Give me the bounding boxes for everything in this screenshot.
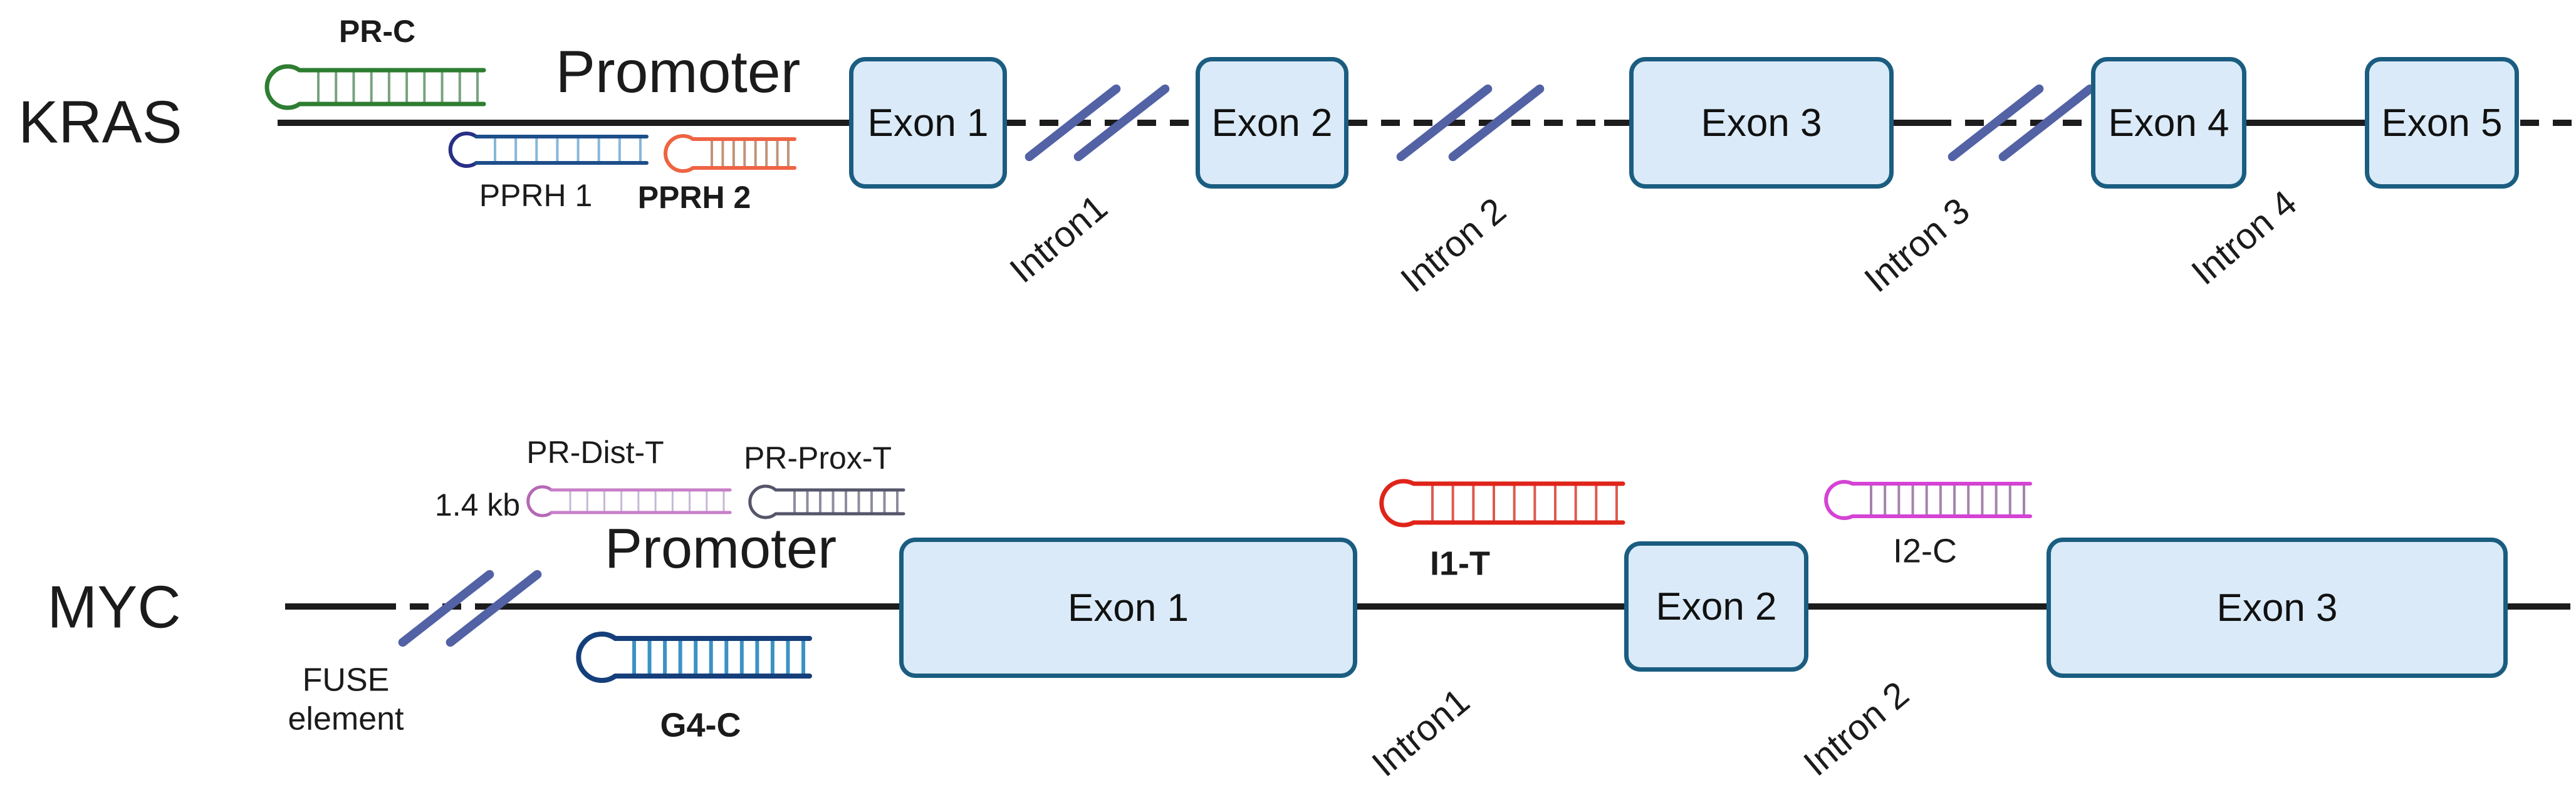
- myc-i2-c-label: I2-C: [1892, 532, 1958, 570]
- myc-exon-1-box: Exon 1: [899, 538, 1357, 678]
- kras-line-intron1-dashed: [1007, 120, 1196, 126]
- myc-line-break-dashed: [377, 603, 476, 610]
- kras-exon-2-label: Exon 2: [1211, 101, 1333, 145]
- kras-intron-2-label: Intron 2: [1393, 190, 1514, 301]
- kras-promoter-label: Promoter: [555, 39, 801, 106]
- myc-pr-dist-t-label: PR-Dist-T: [526, 434, 664, 470]
- pr-prox-t-hairpin-icon: [748, 484, 905, 519]
- kras-line-end-dashed: [2520, 120, 2572, 126]
- pr-c-hairpin-icon: [264, 64, 486, 110]
- kras-gene-label: KRAS: [18, 88, 182, 156]
- kras-line-promoter-segment: [278, 120, 849, 126]
- kras-line-intron3-dashed: [1932, 120, 2091, 126]
- kras-exon-3-box: Exon 3: [1629, 57, 1894, 189]
- i1-t-hairpin-icon: [1379, 479, 1625, 528]
- myc-line-intron1-segment: [1357, 603, 1624, 610]
- myc-exon-3-label: Exon 3: [2216, 586, 2338, 630]
- myc-exon-2-label: Exon 2: [1656, 585, 1777, 628]
- kras-pprh-2-label: PPRH 2: [637, 179, 751, 215]
- kras-line-intron3-solid: [1894, 120, 1932, 126]
- kras-exon-2-box: Exon 2: [1196, 57, 1348, 189]
- kras-exon-1-label: Exon 1: [867, 101, 989, 145]
- myc-line-end-segment: [2508, 603, 2570, 610]
- kras-exon-4-box: Exon 4: [2091, 57, 2246, 189]
- kras-exon-5-box: Exon 5: [2365, 57, 2519, 189]
- pprh-2-hairpin-icon: [664, 134, 796, 173]
- myc-fuse-element-label: FUSE: [302, 662, 390, 699]
- kras-exon-1-box: Exon 1: [849, 57, 1007, 189]
- kras-intron-3-label: Intron 3: [1857, 190, 1978, 301]
- myc-scale-label: 1.4 kb: [434, 487, 521, 523]
- kras-intron-4-label: Intron 4: [2184, 182, 2305, 293]
- myc-line-intron2-segment: [1808, 603, 2047, 610]
- kras-exon-5-label: Exon 5: [2381, 101, 2503, 145]
- myc-exon-3-box: Exon 3: [2047, 538, 2508, 678]
- kras-exon-3-label: Exon 3: [1701, 101, 1822, 145]
- myc-fuse-element-label: element: [288, 700, 404, 737]
- myc-g4-c-label: G4-C: [660, 706, 741, 744]
- pr-dist-t-hairpin-icon: [526, 485, 732, 518]
- i2-c-hairpin-icon: [1824, 480, 2032, 520]
- kras-line-intron2-solid: [1604, 120, 1629, 126]
- myc-pr-prox-t-label: PR-Prox-T: [743, 440, 892, 476]
- myc-gene-label: MYC: [47, 573, 181, 641]
- myc-promoter-label: Promoter: [604, 517, 837, 580]
- myc-line-promoter-segment: [476, 603, 899, 610]
- kras-line-intron2-dashed: [1348, 120, 1604, 126]
- myc-line-fuse-segment: [285, 603, 377, 610]
- myc-i1-t-label: I1-T: [1429, 544, 1491, 583]
- myc-exon-1-label: Exon 1: [1067, 586, 1189, 630]
- pprh-1-hairpin-icon: [448, 132, 649, 168]
- kras-pr-c-label: PR-C: [338, 13, 416, 49]
- myc-intron-1-label: Intron1: [1364, 680, 1478, 785]
- g4-c-hairpin-icon: [576, 632, 812, 683]
- kras-pprh-1-label: PPRH 1: [479, 177, 593, 213]
- myc-exon-2-box: Exon 2: [1624, 541, 1808, 672]
- kras-intron-1-label: Intron1: [1002, 187, 1115, 291]
- kras-line-intron4-segment: [2246, 120, 2365, 126]
- myc-intron-2-label: Intron 2: [1796, 674, 1917, 784]
- kras-exon-4-label: Exon 4: [2108, 101, 2229, 145]
